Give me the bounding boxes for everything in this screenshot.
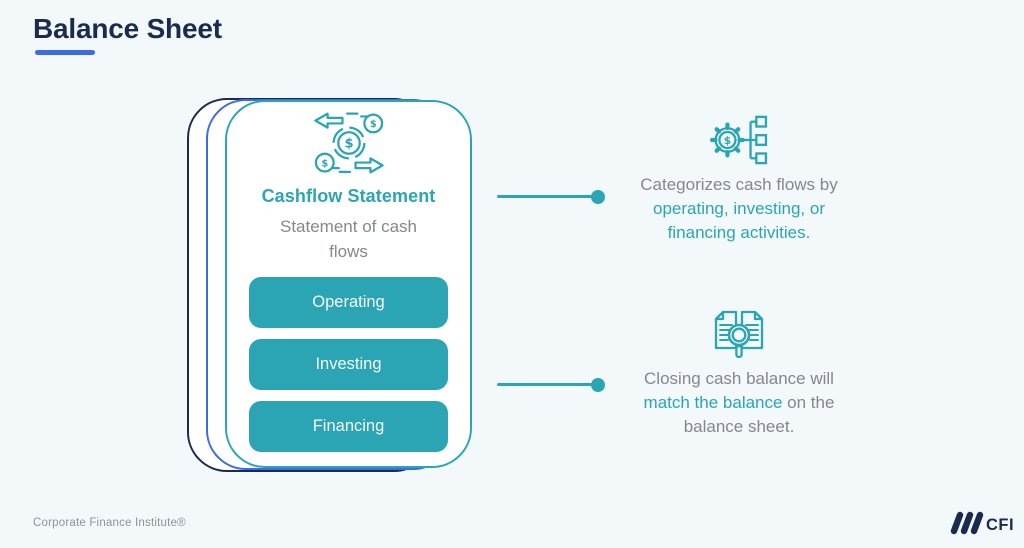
card-subtitle: Statement of cash flows	[279, 217, 418, 261]
svg-text:$: $	[344, 137, 353, 152]
annotation-line-highlight: operating, investing, or	[653, 199, 825, 218]
connector-dot-bottom	[591, 378, 605, 392]
cash-flow-icon: $ $ $	[308, 111, 390, 180]
annotation-closing-balance: Closing cash balance will match the bala…	[609, 308, 869, 439]
financing-pill: Financing	[249, 401, 448, 452]
annotation-line: balance sheet.	[683, 417, 795, 436]
investing-pill: Investing	[249, 339, 448, 390]
annotation-line-highlight: match the balance	[643, 393, 783, 412]
cfi-logo: CFI	[946, 510, 1018, 541]
annotation-line: Categorizes cash flows by	[640, 175, 838, 194]
title-underline	[35, 50, 95, 55]
documents-magnifier-icon	[609, 308, 869, 360]
annotation-line-highlight: financing activities.	[667, 223, 811, 242]
cashflow-statement-card: $ $ $ Cashflow Statement Statement of ca…	[225, 100, 472, 468]
svg-text:$: $	[321, 158, 328, 169]
page-title: Balance Sheet	[33, 13, 222, 44]
svg-text:$: $	[724, 135, 731, 147]
annotation-line: Closing cash balance will	[644, 369, 834, 388]
connector-dot-top	[591, 190, 605, 204]
svg-text:$: $	[369, 119, 376, 130]
footer-attribution: Corporate Finance Institute®	[33, 517, 186, 529]
annotation-categorizes: $ Categorizes cash flows by operating, i…	[609, 114, 869, 245]
operating-pill: Operating	[249, 277, 448, 328]
connector-line-top	[497, 195, 592, 198]
gear-hierarchy-icon: $	[609, 114, 869, 166]
card-title: Cashflow Statement	[261, 186, 436, 206]
connector-line-bottom	[497, 383, 592, 386]
cfi-logo-text: CFI	[986, 516, 1014, 534]
annotation-line: match the balance on the	[643, 393, 835, 412]
